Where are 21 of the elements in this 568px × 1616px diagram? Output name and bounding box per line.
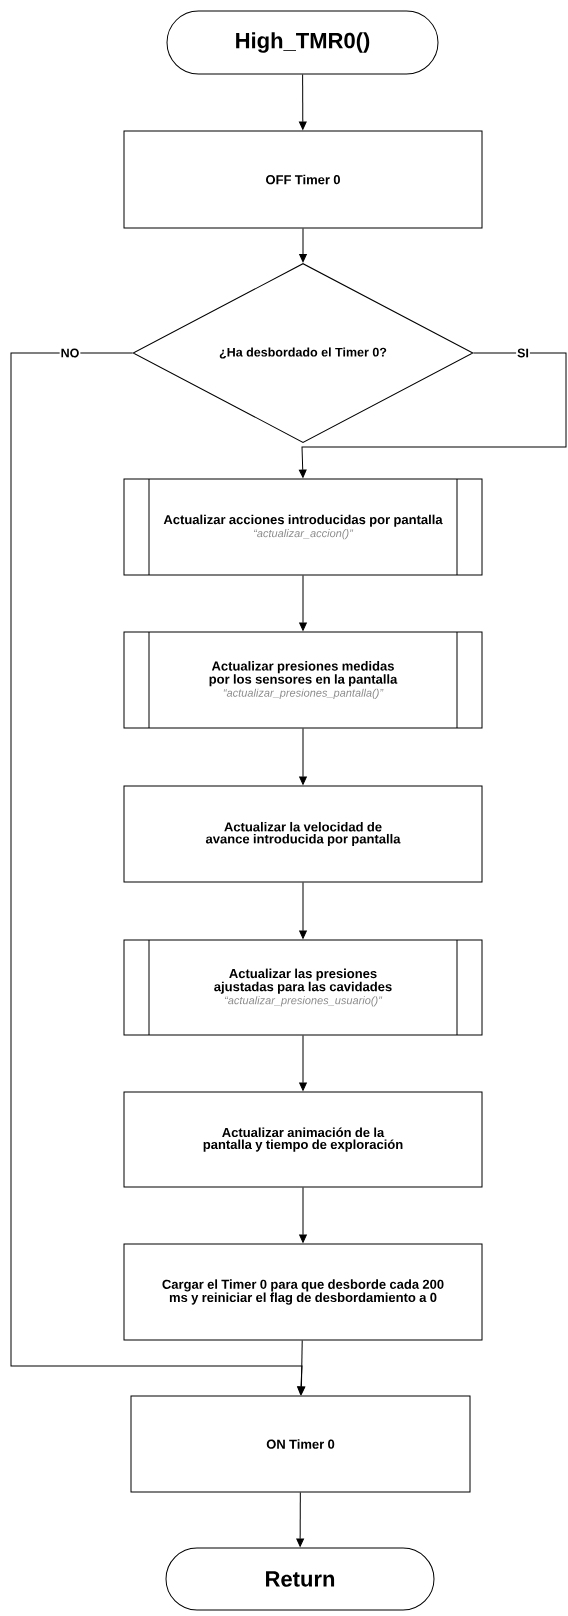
arrow (299, 228, 307, 263)
process-box: Actualizar animación de la pantalla y tiempo de exploración (123, 1091, 483, 1188)
arrow (296, 1492, 304, 1547)
arrow (297, 1340, 306, 1395)
edge-label: SI (516, 347, 530, 359)
arrow (299, 1187, 307, 1243)
process-box: OFF Timer 0 (123, 130, 483, 229)
arrow (299, 728, 307, 785)
arrow (298, 352, 567, 478)
subroutine-box: Actualizar presiones medidas por los sensores en la pantalla “actualizar_presiones_pantalla()” (123, 631, 483, 729)
subroutine-box: Actualizar las presiones ajustadas para las cavidades “actualizar_presiones_usuario()” (123, 939, 483, 1036)
process-box: Actualizar la velocidad de avance introducida por pantalla (123, 785, 483, 883)
arrow (298, 74, 307, 130)
arrow (10, 352, 305, 1395)
subroutine-box: Actualizar acciones introducidas por pantalla “actualizar_accion()” (123, 478, 483, 576)
edge-label: NO (59, 347, 81, 359)
process-box: Cargar el Timer 0 para que desborde cada 200 ms y reiniciar el flag de desbordamiento a 0 (123, 1243, 483, 1341)
arrow (299, 1035, 307, 1091)
arrow (299, 575, 307, 631)
arrow (299, 882, 307, 939)
process-box: ON Timer 0 (130, 1395, 471, 1493)
